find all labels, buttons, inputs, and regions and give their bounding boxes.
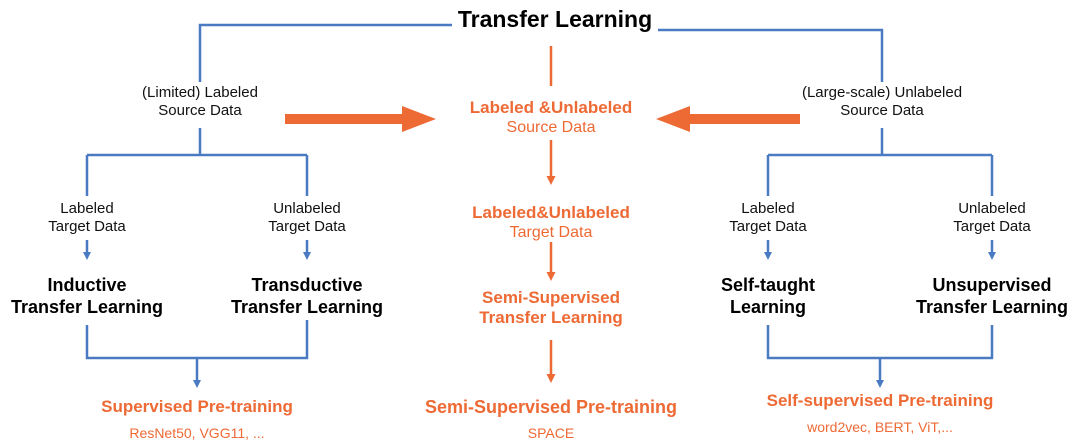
semi-supervised-examples: SPACE: [527, 425, 575, 441]
transductive-line1: Transductive: [251, 275, 363, 295]
left-target-labeled: Labeled Target Data: [48, 200, 126, 236]
supervised-pretraining: Supervised Pre-training: [101, 397, 293, 416]
left-source: (Limited) Labeled Source Data: [142, 84, 258, 120]
right-big-arrow: [656, 106, 800, 132]
center-source-line2: Source Data: [506, 119, 596, 136]
self-taught-line1: Self-taught: [721, 275, 815, 295]
right-source-line1: (Large-scale) Unlabeled: [801, 84, 963, 101]
left-source-line1: (Limited) Labeled: [142, 84, 258, 101]
supervised-examples: ResNet50, VGG11, ...: [129, 425, 265, 441]
blue-arrows: [83, 240, 996, 388]
left-source-line2: Source Data: [158, 102, 242, 119]
center-source-line1: Labeled &Unlabeled: [469, 98, 633, 117]
semi-supervised-line1: Semi-Supervised: [482, 288, 620, 307]
unsupervised-line2: Transfer Learning: [915, 296, 1069, 317]
self-supervised-examples: word2vec, BERT, ViT,...: [807, 419, 953, 435]
semi-supervised-transfer-learning: Semi-Supervised Transfer Learning: [479, 288, 623, 329]
self-taught-line2: Learning: [729, 296, 806, 317]
right-target-labeled: Labeled Target Data: [729, 200, 807, 236]
unsupervised-transfer-learning: Unsupervised Transfer Learning: [916, 275, 1068, 318]
left-target-labeled-line2: Target Data: [48, 218, 126, 235]
right-source-line2: Source Data: [840, 102, 924, 119]
left-target-unlabeled-line2: Target Data: [268, 218, 346, 235]
right-target-unlabeled: Unlabeled Target Data: [953, 200, 1031, 236]
diagram-title: Transfer Learning: [457, 6, 653, 32]
inductive-line2: Transfer Learning: [10, 296, 164, 317]
right-target-unlabeled-line2: Target Data: [953, 218, 1031, 235]
center-target-line2: Target Data: [509, 224, 593, 241]
semi-supervised-pretraining: Semi-Supervised Pre-training: [424, 397, 678, 417]
center-target-line1: Labeled&Unlabeled: [472, 203, 630, 222]
inductive-line1: Inductive: [47, 275, 127, 295]
blue-tree-lines: [85, 23, 994, 360]
inductive-transfer-learning: Inductive Transfer Learning: [11, 275, 163, 318]
transductive-line2: Transfer Learning: [230, 296, 384, 317]
unsupervised-line1: Unsupervised: [932, 275, 1052, 295]
right-source: (Large-scale) Unlabeled Source Data: [802, 84, 962, 120]
left-target-unlabeled: Unlabeled Target Data: [268, 200, 346, 236]
self-supervised-pretraining: Self-supervised Pre-training: [766, 391, 994, 410]
semi-supervised-line2: Transfer Learning: [479, 308, 623, 328]
self-taught-learning: Self-taught Learning: [721, 275, 815, 318]
right-target-unlabeled-line1: Unlabeled: [958, 200, 1026, 217]
left-target-unlabeled-line1: Unlabeled: [273, 200, 341, 217]
left-target-labeled-line1: Labeled: [60, 200, 114, 217]
transductive-transfer-learning: Transductive Transfer Learning: [231, 275, 383, 318]
right-target-labeled-line1: Labeled: [741, 200, 795, 217]
left-big-arrow: [285, 106, 436, 132]
big-horizontal-arrows: [285, 106, 800, 132]
right-target-labeled-line2: Target Data: [729, 218, 807, 235]
